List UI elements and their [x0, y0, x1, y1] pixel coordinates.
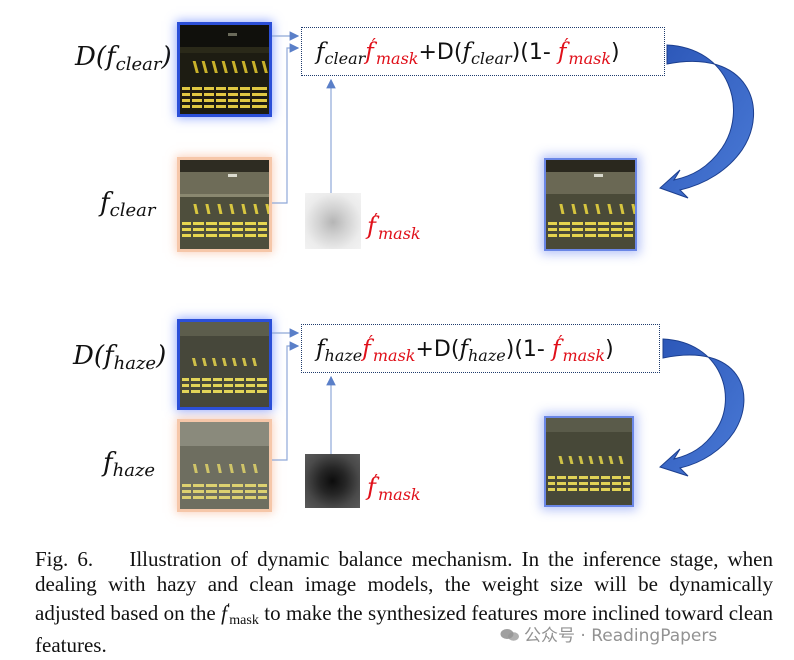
fx-mask-sub: mask	[372, 345, 416, 365]
fx-mask-f-2: f	[557, 38, 567, 65]
fx-f: f	[316, 335, 325, 362]
fx-mask-prime: ′	[371, 34, 376, 56]
label-d-open: D(	[75, 42, 106, 72]
fx-plus-d: +D(	[415, 336, 460, 362]
formula-box-clear: fclearf′mask+D(fclear)(1- f′mask)	[301, 27, 665, 76]
fx-mask-prime: ′	[368, 331, 373, 353]
fx-paren: )(1-	[511, 39, 558, 65]
mask-prime: ′	[373, 210, 378, 231]
fx-mask-sub-2: mask	[562, 345, 606, 365]
mask-label-haze: f′mask	[367, 473, 421, 503]
road-scene-dehazed	[180, 322, 269, 407]
caption-fm-sub: mask	[229, 613, 259, 628]
label-f-clear: fclear	[100, 190, 155, 220]
fx-end: )	[611, 39, 620, 65]
watermark: 公众号 · ReadingPapers	[500, 621, 717, 646]
label-f-sub: clear	[109, 200, 156, 221]
image-d-f-clear	[180, 25, 269, 114]
mask-sub: mask	[377, 224, 421, 243]
watermark-text: 公众号 · ReadingPapers	[524, 626, 718, 646]
fx-sub: clear	[324, 48, 366, 68]
label-f-haze: fhaze	[103, 450, 155, 480]
formula-haze: fhazef′mask+D(fhaze)(1- f′mask)	[316, 331, 614, 365]
figure-caption: Fig. 6. Illustration of dynamic balance …	[35, 547, 773, 658]
fx-sub: haze	[324, 345, 363, 365]
formula-box-haze: fhazef′mask+D(fhaze)(1- f′mask)	[301, 324, 660, 373]
label-d-sub: clear	[115, 54, 162, 75]
label-d-sub: haze	[113, 353, 157, 374]
fx-mask-prime-2: ′	[564, 34, 569, 56]
road-scene-dark	[180, 25, 269, 114]
label-d-close: )	[161, 42, 172, 72]
label-f-base: f	[100, 188, 110, 218]
caption-mask-symbol: f′mask	[221, 601, 259, 628]
caption-lead: Fig. 6.	[35, 547, 94, 571]
fx-sub-2: haze	[467, 345, 506, 365]
road-scene-output-clear	[546, 160, 635, 249]
fx-mask-f: f	[362, 335, 371, 362]
fx-mask-sub: mask	[375, 48, 419, 68]
image-output-clear	[546, 160, 635, 249]
fx-f: f	[316, 38, 325, 65]
curved-arrow-clear	[659, 44, 755, 199]
label-f-base: f	[103, 448, 113, 478]
label-d-f-clear: D(fclear)	[75, 42, 172, 75]
fx-mask-sub-2: mask	[568, 48, 612, 68]
image-d-f-haze	[180, 322, 269, 407]
fx-mask-f: f	[365, 38, 374, 65]
road-scene-hazy	[180, 422, 269, 509]
fx-sub-2: clear	[470, 48, 512, 68]
label-d-open: D(	[73, 341, 104, 371]
connectors	[272, 31, 755, 477]
wechat-icon	[500, 629, 519, 641]
formula-clear: fclearf′mask+D(fclear)(1- f′mask)	[316, 34, 620, 68]
label-f-sub: haze	[112, 460, 156, 481]
mask-sub: mask	[377, 485, 421, 504]
mask-image-clear	[305, 193, 361, 249]
fx-plus-d: +D(	[418, 39, 463, 65]
caption-text-2: to make the synthesized features more in…	[35, 601, 774, 657]
connector-lines-clear	[272, 31, 336, 204]
caption-text-1: Illustration of dynamic balance mechanis…	[35, 547, 773, 625]
fx-paren: )(1-	[505, 336, 552, 362]
caption-fm-f: f	[221, 601, 228, 625]
image-f-clear	[180, 160, 269, 249]
fx-mask-f-2: f	[551, 335, 561, 362]
mask-prime: ′	[373, 471, 378, 492]
road-scene-output-haze	[546, 418, 632, 505]
mask-f: f	[367, 473, 376, 501]
caption-fm-prime: ′	[226, 601, 230, 617]
mask-f: f	[367, 212, 376, 240]
image-f-haze	[180, 422, 269, 509]
connector-lines-haze	[272, 328, 336, 461]
mask-image-haze	[305, 454, 360, 508]
label-d-f-haze: D(fhaze)	[73, 341, 167, 374]
fx-end: )	[605, 336, 614, 362]
label-d-close: )	[156, 341, 167, 371]
curved-arrow-haze	[659, 338, 745, 477]
image-output-haze	[546, 418, 632, 505]
fx-mask-prime-2: ′	[558, 331, 563, 353]
mask-label-clear: f′mask	[367, 212, 421, 242]
road-scene-clear	[180, 160, 269, 249]
